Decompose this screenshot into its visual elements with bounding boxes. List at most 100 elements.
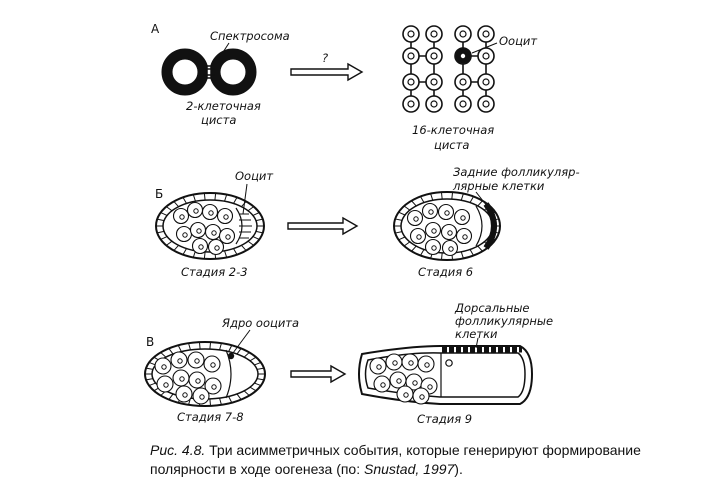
follicle-cell-divider xyxy=(254,382,262,387)
oocyte-core xyxy=(460,53,466,59)
stage-7-8-label: Стадия 7-8 xyxy=(177,410,244,424)
follicle-cell-divider xyxy=(403,205,411,211)
follicle-cell-divider xyxy=(255,218,263,222)
follicle-cell-divider xyxy=(440,192,443,200)
follicle-cell-divider xyxy=(160,352,167,358)
figure-caption: Рис. 4.8. Три асимметричных события, кот… xyxy=(150,441,695,479)
follicle-cell-divider xyxy=(469,249,474,256)
cell-nucleus xyxy=(407,30,415,38)
posterior-follicle-cells xyxy=(483,202,497,250)
nurse-cell-nucleus xyxy=(419,394,425,400)
follicle-cell-divider xyxy=(257,367,265,370)
follicle-cell-divider xyxy=(252,212,260,216)
follicle-cell-divider xyxy=(182,248,187,255)
follicle-cell-divider xyxy=(157,230,165,234)
follicle-cell-divider xyxy=(420,249,425,256)
follicle-cell-divider xyxy=(241,201,247,208)
follicle-cell-divider xyxy=(398,211,406,216)
follicle-cell-divider xyxy=(398,236,406,241)
follicle-cell-divider xyxy=(168,348,174,355)
follicle-cell-divider xyxy=(233,248,238,255)
follicle-cell-divider xyxy=(203,251,206,259)
follicle-cell-divider xyxy=(214,193,217,201)
cell-nucleus xyxy=(407,78,415,86)
follicle-cell-divider xyxy=(395,218,403,221)
posterior-pointer xyxy=(475,191,488,207)
follicle-cell-divider xyxy=(252,236,260,240)
nurse-cell-nucleus xyxy=(211,230,217,236)
nurse-cell-nucleus xyxy=(208,210,214,216)
two-cell-cyst-label-line2: циста xyxy=(201,113,236,127)
nurse-cell-nucleus xyxy=(179,214,185,220)
follicle-cell-divider xyxy=(460,193,464,201)
nurse-cell-nucleus xyxy=(424,362,430,368)
dorsal-label-line1: Дорсальные xyxy=(454,301,530,315)
follicle-cell-divider xyxy=(430,193,434,201)
dorsal-label-line3: клетки xyxy=(455,327,498,341)
panel-a-letter: А xyxy=(151,22,160,36)
egg-chamber-stage-7-8 xyxy=(144,341,266,407)
nurse-cell-nucleus xyxy=(223,214,229,220)
cell-nucleus xyxy=(430,52,438,60)
follicle-cell-divider xyxy=(145,367,153,370)
follicle-cell-divider xyxy=(451,192,454,200)
nurse-cell-nucleus xyxy=(210,362,216,368)
caption-text-2: ). xyxy=(454,461,463,477)
nurse-cell-nucleus xyxy=(460,215,466,221)
nurse-cell-nucleus xyxy=(412,380,418,386)
nurse-cell-nucleus xyxy=(196,228,202,234)
stage-2-3-label: Стадия 2-3 xyxy=(181,265,248,279)
follicle-cell-divider xyxy=(192,194,196,202)
follicle-cell-divider xyxy=(411,245,417,252)
follicle-cell-divider xyxy=(148,382,156,387)
stage-6-label: Стадия 6 xyxy=(418,265,473,279)
follicle-cell-divider xyxy=(224,250,228,258)
cell-nucleus xyxy=(482,52,490,60)
follicle-cell-divider xyxy=(395,231,403,234)
nurse-cell-nucleus xyxy=(195,378,201,384)
arrow-c xyxy=(290,364,347,384)
nurse-cell-nucleus xyxy=(431,228,437,234)
arrow-b xyxy=(287,216,359,236)
oocyte-label-a: Ооцит xyxy=(499,34,537,48)
question-mark: ? xyxy=(322,51,328,65)
nurse-cell-nucleus xyxy=(193,208,199,214)
spectrosome-pointer xyxy=(213,42,230,67)
cell-nucleus xyxy=(459,30,467,38)
follicle-cell-divider xyxy=(254,361,262,366)
follicle-cell-divider xyxy=(166,240,173,246)
follicle-cell-divider xyxy=(198,342,201,350)
oocyte-stage-2-3 xyxy=(235,207,252,245)
follicle-cell-divider xyxy=(188,343,191,351)
nurse-cell-nucleus xyxy=(392,360,398,366)
follicle-cell-divider xyxy=(219,343,222,351)
nurse-cell-nucleus xyxy=(179,376,185,382)
follicle-cell-divider xyxy=(160,212,168,216)
follicle-cell-divider xyxy=(236,348,242,355)
follicle-cell-divider xyxy=(255,230,263,234)
nurse-cell-nucleus xyxy=(428,209,434,215)
cell-nucleus xyxy=(430,100,438,108)
follicle-cell-divider xyxy=(469,196,474,203)
cell-nucleus xyxy=(407,100,415,108)
oocyte-label-b: Ооцит xyxy=(235,169,273,183)
follicle-cell-divider xyxy=(145,378,153,381)
follicle-cell-divider xyxy=(209,342,212,350)
follicle-cell-divider xyxy=(160,236,168,240)
nurse-cell-nucleus xyxy=(182,232,188,238)
cell-nucleus xyxy=(482,30,490,38)
nurse-cell-nucleus xyxy=(376,364,382,370)
oocyte-nucleus-stage-9 xyxy=(445,359,453,367)
follicle-cell-divider xyxy=(148,361,156,366)
nurse-cell-nucleus xyxy=(214,245,220,251)
follicle-cell-divider xyxy=(477,200,483,207)
follicle-cell-divider xyxy=(257,378,265,381)
cell-nucleus xyxy=(482,100,490,108)
follicle-cell-divider xyxy=(182,197,187,204)
nurse-cell-nucleus xyxy=(431,245,437,251)
cell-nucleus xyxy=(430,30,438,38)
oocyte-nucleus xyxy=(227,352,235,360)
two-cell-cyst-label-line1: 2-клеточная xyxy=(186,99,261,113)
follicle-cell-divider xyxy=(228,396,233,403)
